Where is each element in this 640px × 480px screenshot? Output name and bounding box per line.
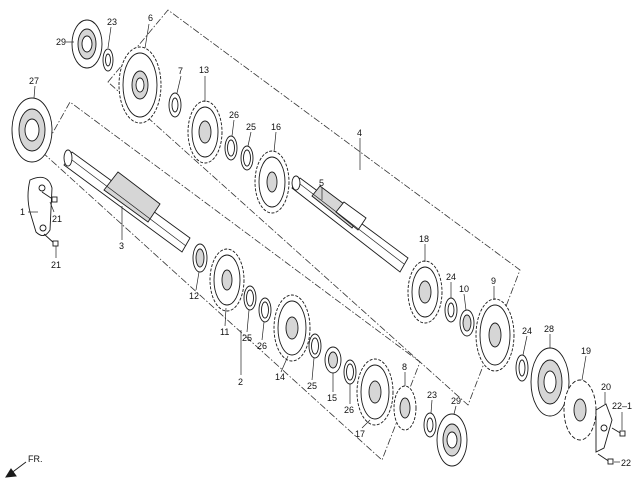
callout-25-top: 25: [246, 122, 256, 132]
bearing-27: [11, 97, 53, 163]
bushing-7: [168, 92, 182, 118]
bearing-29-top: [71, 19, 103, 69]
gear-14: [273, 294, 311, 362]
gear-9: [475, 298, 515, 372]
bolt-21-lower: [43, 233, 59, 247]
bolt-21-upper: [41, 191, 58, 203]
callout-5: 5: [319, 178, 324, 188]
callout-18: 18: [419, 234, 429, 244]
front-marker-label: FR.: [28, 454, 43, 464]
callout-21-upper: 21: [52, 214, 62, 224]
callout-25-lower-left: 25: [242, 333, 252, 343]
callout-16: 16: [271, 122, 281, 132]
assembly-frame-2: [41, 101, 421, 461]
washer-23-top: [102, 48, 114, 72]
plate-1: [27, 176, 53, 236]
leader-lines: [28, 23, 623, 463]
callout-26-lower-left: 26: [257, 341, 267, 351]
front-direction-marker: FR.: [5, 454, 43, 478]
washer-25-top: [240, 145, 254, 171]
callout-27: 27: [29, 76, 39, 86]
gear-11: [209, 248, 245, 312]
arrow-down-left-icon: [5, 468, 17, 478]
callout-14: 14: [275, 372, 285, 382]
callout-23-lower: 23: [427, 390, 437, 400]
callout-25-lower: 25: [307, 381, 317, 391]
gear-8: [393, 385, 417, 431]
callout-13: 13: [199, 65, 209, 75]
gear-18: [407, 260, 443, 324]
bearing-28: [530, 347, 570, 417]
bearing-29-lower: [436, 413, 468, 467]
callout-24-right: 24: [522, 326, 532, 336]
gear-16: [254, 150, 290, 214]
callout-4: 4: [357, 128, 362, 138]
callout-3: 3: [119, 241, 124, 251]
gear-6: [118, 46, 162, 124]
callout-15: 15: [327, 393, 337, 403]
ring-26-lower: [343, 359, 357, 385]
callout-20: 20: [601, 382, 611, 392]
callout-24-mid: 24: [446, 272, 456, 282]
washer-25-lower: [308, 333, 322, 359]
callout-26-lower: 26: [344, 405, 354, 415]
callout-19: 19: [581, 346, 591, 356]
callout-8: 8: [402, 362, 407, 372]
callout-29-top: 29: [56, 37, 66, 47]
ring-26-lower-left: [258, 297, 272, 323]
callout-28: 28: [544, 324, 554, 334]
plate-20: [595, 403, 613, 453]
ring-26-top: [224, 135, 238, 161]
callout-17: 17: [355, 429, 365, 439]
callout-10: 10: [459, 284, 469, 294]
callout-22: 22: [621, 458, 631, 468]
washer-25-lower-left: [243, 285, 257, 311]
washer-24-right: [515, 354, 529, 382]
callout-12: 12: [189, 291, 199, 301]
washer-23-lower: [423, 412, 437, 438]
bushing-12: [192, 243, 208, 273]
bushing-15: [324, 346, 342, 374]
bolt-22-1: [611, 427, 626, 437]
callout-1: 1: [20, 207, 25, 217]
callout-7: 7: [178, 66, 183, 76]
bolt-22: [597, 453, 614, 465]
callout-21-lower: 21: [51, 260, 61, 270]
callout-11: 11: [220, 327, 229, 337]
callout-26-top: 26: [229, 110, 239, 120]
callout-22-1: 22–1: [612, 401, 632, 411]
washer-24-mid: [444, 297, 458, 323]
callout-23-top: 23: [107, 17, 117, 27]
assembly-frame-4: [107, 9, 521, 406]
callout-9: 9: [491, 276, 496, 286]
sprocket-19: [563, 379, 597, 441]
gear-13: [187, 100, 223, 164]
gear-17: [356, 358, 394, 426]
callout-2: 2: [238, 377, 243, 387]
countershaft-5: [291, 175, 409, 273]
bushing-10: [459, 309, 475, 337]
callout-labels: 29 23 6 7 13 26 25 16 4 5 18 24 10 9 27 …: [20, 13, 632, 468]
callout-29-lower: 29: [451, 396, 461, 406]
mainshaft-3: [63, 149, 191, 253]
callout-6: 6: [148, 13, 153, 23]
